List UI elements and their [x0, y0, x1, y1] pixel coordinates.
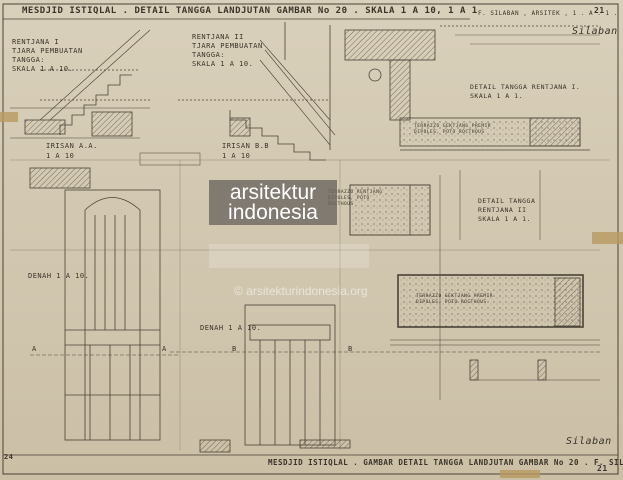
detail-2-drawing [349, 170, 600, 400]
title-block: MESDJID ISTIQLAL . GAMBAR DETAIL TANGGA … [268, 458, 623, 467]
watermark-logo: arsitektur indonesia [209, 180, 337, 225]
tape-mark [0, 112, 18, 122]
section-mark-a: A [32, 345, 37, 353]
signature: Silaban [572, 26, 618, 37]
architect-credit: F. SILABAN , ARSITEK , 1 . A . 1 . [478, 10, 618, 17]
material-note: TERRAZZO RENTJANG DIPOLES, POTO ROCTHOUS [328, 190, 383, 207]
sheet-number: 21 [594, 6, 605, 15]
tape-mark [592, 232, 623, 244]
denah-1-drawing [29, 167, 231, 453]
section-mark-b: B [348, 345, 353, 353]
sheet-title: MESDJID ISTIQLAL . DETAIL TANGGA LANDJUT… [22, 6, 478, 16]
rentjana-2-label: RENTJANA II TJARA PEMBUATAN TANGGA: SKAL… [192, 33, 263, 68]
irisan-aa-drawing [10, 29, 151, 139]
watermark-line-1: arsitektur [229, 181, 317, 204]
corner-mark: 24 [4, 453, 14, 461]
detail-1-label: DETAIL TANGGA RENTJANA I. SKALA 1 A 1. [470, 83, 581, 100]
denah-1-label: DENAH 1 A 10. [28, 272, 90, 280]
sheet-number-bottom: 21 [597, 464, 608, 473]
detail-1-drawing [344, 25, 600, 151]
watermark-bar [209, 244, 369, 268]
rentjana-1-label: RENTJANA I TJARA PEMBUATAN TANGGA: SKALA… [12, 38, 83, 73]
signature-bottom: Silaban [566, 436, 612, 447]
section-mark-b: B [232, 345, 237, 353]
irisan-bb-label: IRISAN B.B 1 A 10 [222, 142, 270, 160]
irisan-aa-label: IRISAN A.A. 1 A 10 [46, 142, 98, 160]
material-note: TERRAZZO GEKTJANG PREMIR DIPOLES, POTO R… [416, 294, 494, 305]
denah-2-drawing [170, 304, 600, 449]
denah-2-label: DENAH 1 A 10. [200, 324, 262, 332]
material-note: TERRAZZO GEKTJANG PREMIR DIPOLES, POTO R… [414, 124, 492, 135]
tape-mark [500, 470, 540, 478]
section-mark-a: A [162, 345, 167, 353]
detail-2-label: DETAIL TANGGA RENTJANA II SKALA 1 A 1. [478, 197, 536, 223]
irisan-bb-drawing [139, 22, 336, 166]
watermark-line-2: indonesia [228, 201, 318, 224]
watermark-url: © arsitekturindonesia.org [234, 284, 368, 298]
